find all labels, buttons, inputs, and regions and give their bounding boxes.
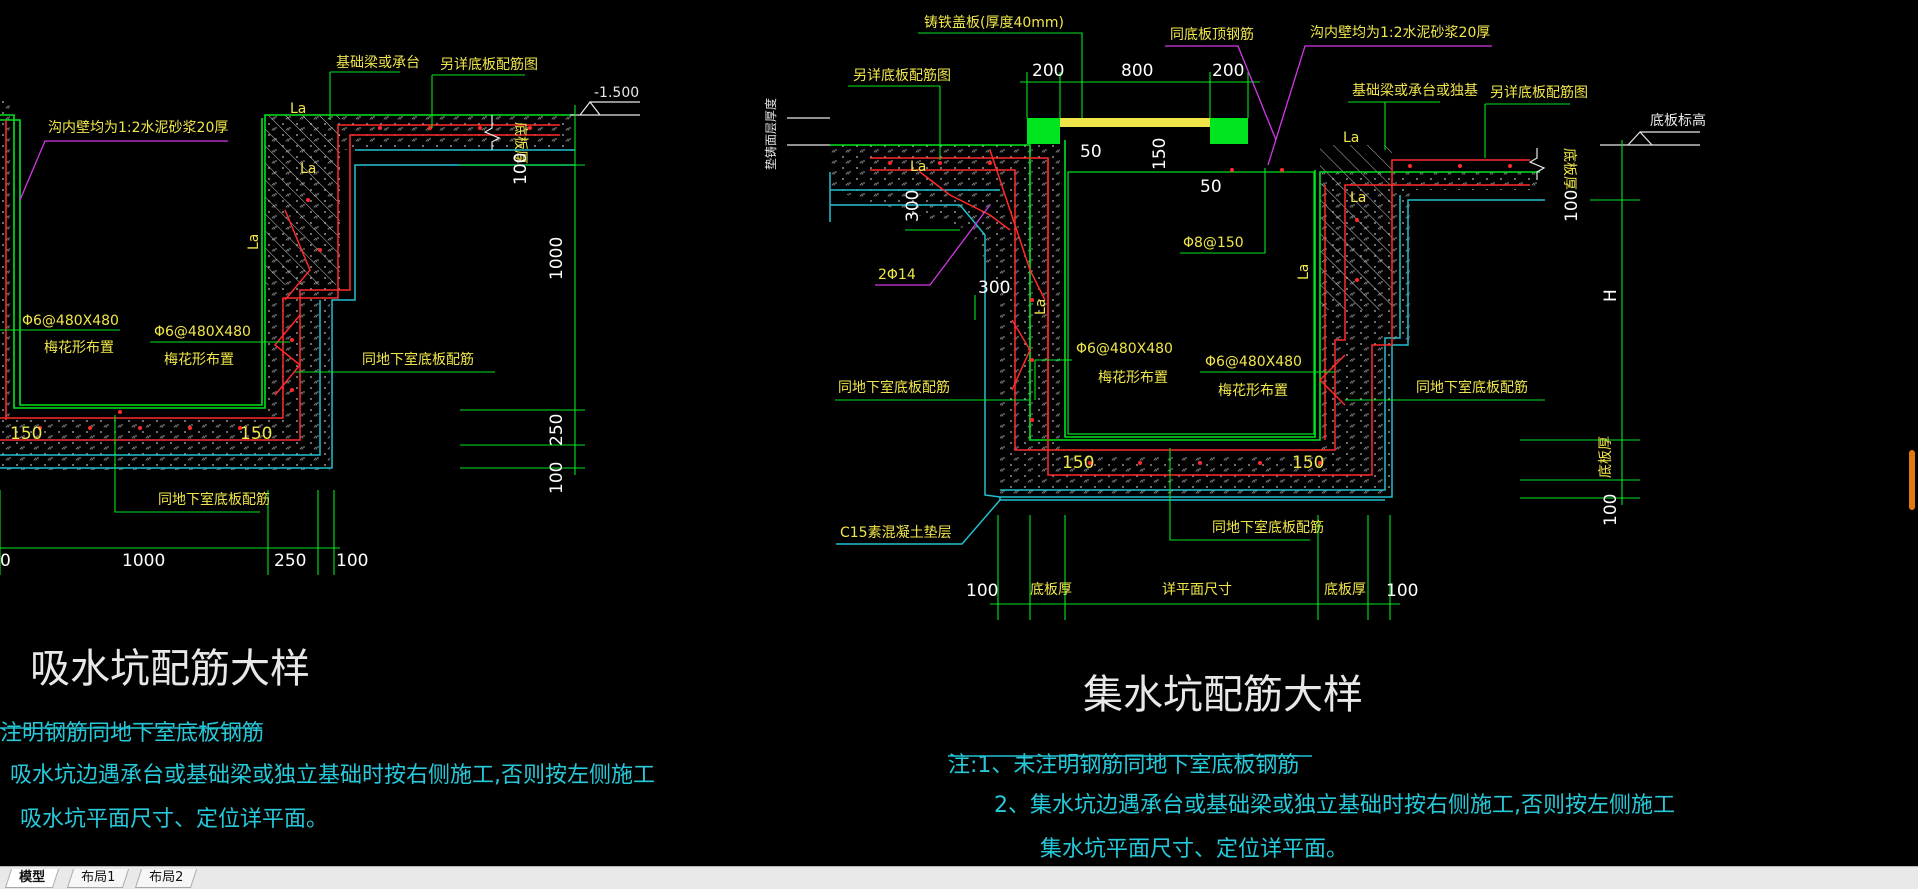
left-note-3: 吸水坑平面尺寸、定位详平面。 — [20, 807, 328, 832]
right-la-5: La — [1296, 264, 1312, 280]
right-label-same-slab-b: 同地下室底板配筋 — [1212, 519, 1324, 536]
left-inner-outline — [0, 114, 575, 409]
right-slab-thk-label: 底板厚 — [1561, 148, 1577, 190]
right-slab-elev: 底板标高 — [1650, 112, 1706, 129]
right-pit-detail: 底板标高 底板厚 垫铸面层厚度 200 800 200 50 150 50 30… — [763, 15, 1706, 862]
right-dim-H: H — [1601, 289, 1621, 302]
cover-frame-right — [1210, 118, 1248, 144]
right-dim-300-a: 300 — [903, 190, 923, 222]
right-dim-50-a: 50 — [1080, 142, 1102, 162]
right-dim-100-l: 100 — [966, 581, 998, 601]
left-pit-detail: -1.500 底板厚 100 1000 250 100 0 1000 250 1… — [0, 54, 655, 832]
left-label-mortar: 沟内壁均为1:2水泥砂浆20厚 — [48, 120, 228, 136]
right-dim-200-l: 200 — [1032, 61, 1064, 81]
right-la-4: La — [1033, 299, 1049, 315]
right-label-plum-b: 梅花形布置 — [1218, 383, 1288, 399]
right-beam-hatch — [1320, 145, 1392, 310]
right-label-phi8: Φ8@150 — [1183, 235, 1244, 251]
left-label-see-bottom: 另详底板配筋图 — [440, 56, 538, 73]
right-label-same-slab-r: 同地下室底板配筋 — [1416, 379, 1528, 396]
cast-iron-cover — [1060, 118, 1210, 127]
left-label-rebar-a: Φ6@480X480 — [22, 313, 119, 329]
left-label-same-slab-1: 同地下室底板配筋 — [362, 351, 474, 368]
left-rebar-main — [0, 134, 560, 441]
left-label-same-slab-2: 同地下室底板配筋 — [158, 491, 270, 508]
tab-model[interactable]: 模型 — [4, 869, 60, 888]
right-vertical-note: 垫铸面层厚度 — [763, 98, 778, 170]
right-la-1: La — [910, 159, 926, 175]
right-dim-100-v2: 100 — [1601, 494, 1621, 526]
left-slab-thk: 底板厚 — [512, 122, 528, 164]
right-label-rebar-a: Φ6@480X480 — [1076, 341, 1173, 357]
right-label-c15: C15素混凝土垫层 — [840, 525, 952, 541]
left-dim-100-v: 100 — [547, 462, 567, 494]
right-dim-100-r: 100 — [1386, 581, 1418, 601]
right-label-top-rebar: 同底板顶钢筋 — [1170, 26, 1254, 43]
right-note-1: 注:1、未注明钢筋同地下室底板钢筋 — [948, 753, 1299, 778]
left-la-2: La — [300, 161, 316, 177]
left-label-plum-a: 梅花形布置 — [44, 340, 114, 356]
right-label-same-slab-l: 同地下室底板配筋 — [838, 379, 950, 396]
left-dim-100-top: 100 — [511, 153, 531, 185]
left-outer-outline — [0, 164, 575, 469]
tab-layout-2[interactable]: 布局2 — [134, 869, 198, 888]
right-outer-outline — [830, 199, 1545, 498]
right-title: 集水坑配筋大样 — [1083, 672, 1363, 718]
right-dim-plan: 详平面尺寸 — [1162, 582, 1232, 598]
left-dim-1000-h: 1000 — [122, 551, 165, 571]
left-elevation-text: -1.500 — [594, 85, 639, 101]
right-dim-150-a: 150 — [1062, 453, 1094, 473]
left-dim-250-v: 250 — [547, 414, 567, 446]
cover-frame-left — [1027, 118, 1060, 144]
right-label-see-bottom-r: 另详底板配筋图 — [1490, 84, 1588, 101]
right-dim-150: 150 — [1150, 138, 1170, 170]
right-label-beam: 基础梁或承台或独基 — [1352, 82, 1478, 99]
cad-drawing-canvas[interactable]: -1.500 底板厚 100 1000 250 100 0 1000 250 1… — [0, 0, 1918, 866]
right-la-2: La — [1343, 130, 1359, 146]
left-dim-1000-v: 1000 — [547, 237, 567, 280]
right-dim-thk-r: 底板厚 — [1324, 582, 1366, 598]
right-label-plum-a: 梅花形布置 — [1098, 370, 1168, 386]
left-label-plum-b: 梅花形布置 — [164, 352, 234, 368]
right-label-see-bottom-l: 另详底板配筋图 — [853, 67, 951, 84]
left-note-2: 吸水坑边遇承台或基础梁或独立基础时按右侧施工,否则按左侧施工 — [10, 763, 655, 788]
right-dim-100-v: 100 — [1562, 190, 1582, 222]
left-dim-150-b: 150 — [240, 424, 272, 444]
right-la-3: La — [1350, 190, 1366, 206]
tab-layout-1[interactable]: 布局1 — [66, 869, 130, 888]
left-dim-250-h: 250 — [274, 551, 306, 571]
right-note-3: 集水坑平面尺寸、定位详平面。 — [1040, 837, 1348, 862]
right-concrete-section — [830, 135, 1540, 495]
right-slab-thk-2-v: 底板厚 — [1598, 436, 1614, 478]
right-dim-50-b: 50 — [1200, 177, 1222, 197]
right-dim-150-b: 150 — [1292, 453, 1324, 473]
right-inner-outline — [830, 144, 1540, 441]
left-title: 吸水坑配筋大样 — [30, 646, 310, 692]
right-label-cover: 铸铁盖板(厚度40mm) — [924, 15, 1064, 31]
right-label-mortar: 沟内壁均为1:2水泥砂浆20厚 — [1310, 25, 1490, 41]
left-label-rebar-b: Φ6@480X480 — [154, 324, 251, 340]
left-dim-150-a: 150 — [10, 424, 42, 444]
right-note-2: 2、集水坑边遇承台或基础梁或独立基础时按右侧施工,否则按左侧施工 — [994, 793, 1675, 818]
right-label-rebar-b: Φ6@480X480 — [1205, 354, 1302, 370]
left-la-3: La — [246, 234, 262, 250]
left-beam-hatch — [265, 115, 340, 285]
left-label-foundation-beam: 基础梁或承台 — [336, 54, 420, 71]
right-dim-thk-l: 底板厚 — [1030, 582, 1072, 598]
left-note-1: 注明钢筋同地下室底板钢筋 — [0, 721, 264, 746]
right-dim-300-b: 300 — [978, 278, 1010, 298]
layout-tab-bar: 模型 布局1 布局2 — [0, 866, 1918, 889]
left-dim-100-h: 100 — [336, 551, 368, 571]
right-label-2phi14: 2Φ14 — [878, 267, 916, 283]
right-dim-200-r: 200 — [1212, 61, 1244, 81]
left-dim-0: 0 — [0, 551, 11, 571]
canvas-scroll-indicator[interactable] — [1909, 450, 1915, 510]
right-dim-800: 800 — [1121, 61, 1153, 81]
left-la-1: La — [290, 101, 306, 117]
